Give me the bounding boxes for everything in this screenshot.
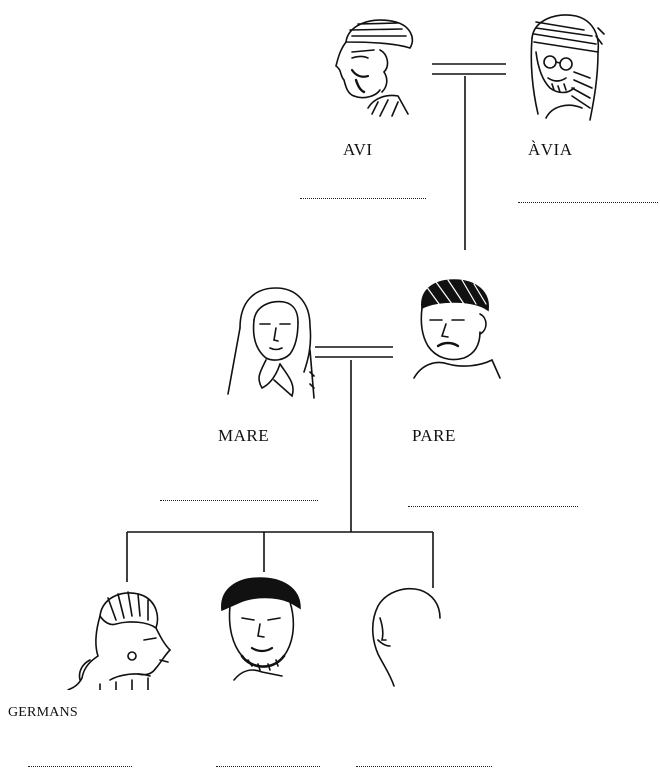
father-portrait-icon — [413, 279, 501, 379]
father-label: PARE — [412, 426, 456, 445]
grandmother-label: ÀVIA — [528, 140, 573, 159]
mother-name-blank[interactable] — [160, 500, 318, 501]
grandfather-portrait-icon — [335, 19, 414, 117]
brother-portrait-icon — [221, 577, 301, 681]
father-name-blank[interactable] — [408, 506, 578, 507]
sibling-2-name-blank[interactable] — [216, 766, 320, 767]
grandmother-name-blank[interactable] — [518, 202, 658, 203]
mother-portrait-icon — [227, 287, 315, 399]
siblings-label: GERMANS — [8, 705, 78, 720]
grandfather-label: AVI — [343, 140, 373, 159]
grandfather-name-blank[interactable] — [300, 198, 426, 199]
mother-label: MARE — [218, 426, 270, 445]
sibling-1-name-blank[interactable] — [28, 766, 132, 767]
grandmother-portrait-icon — [530, 14, 605, 121]
sibling-3-name-blank[interactable] — [356, 766, 492, 767]
blank-sibling-portrait-icon — [371, 588, 441, 687]
sister-portrait-icon — [67, 591, 172, 690]
